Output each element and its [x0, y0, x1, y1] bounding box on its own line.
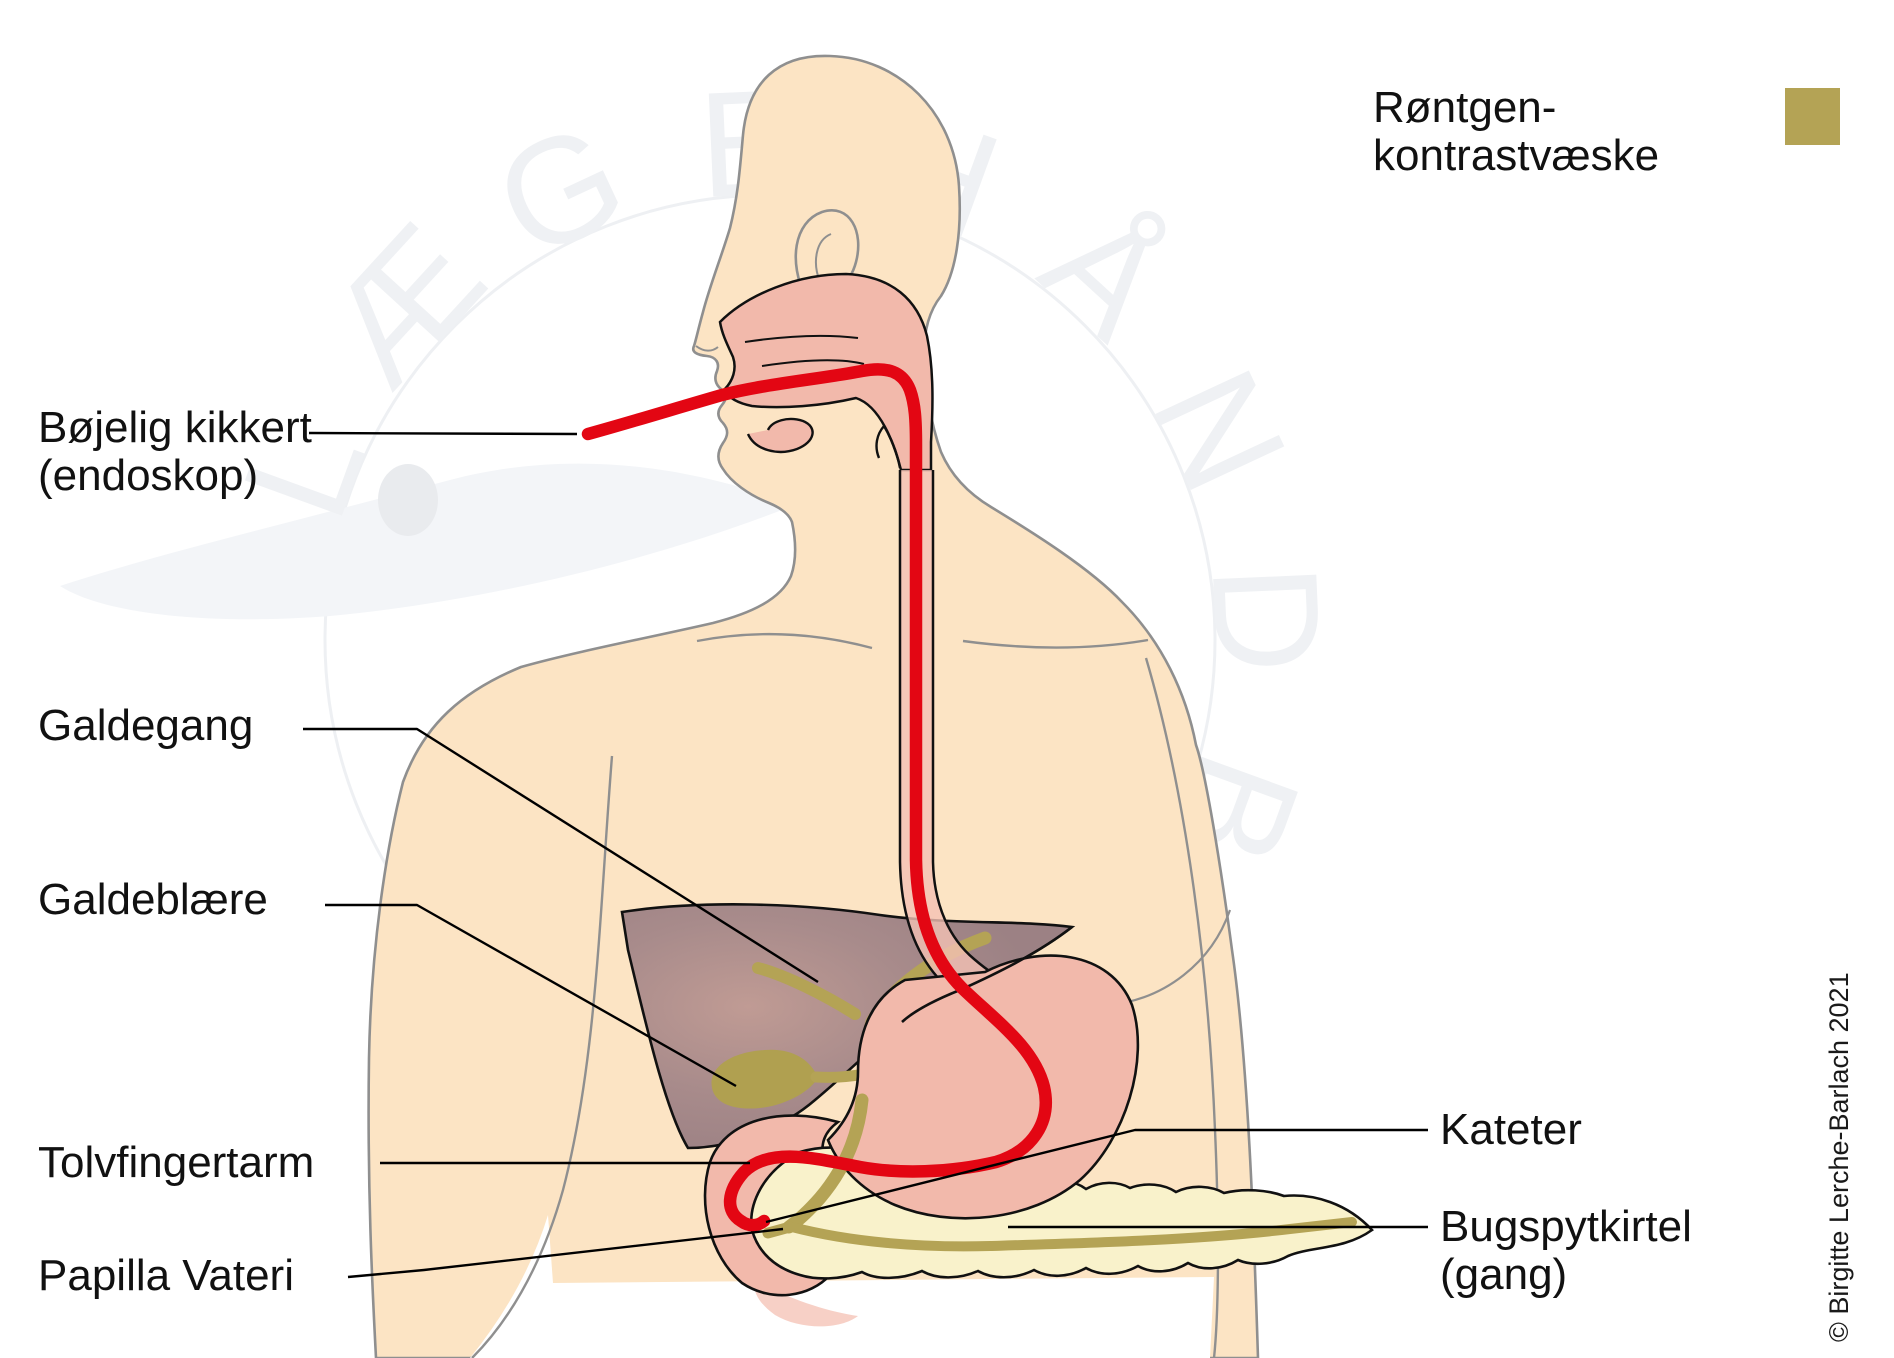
tongue-curl-line: [746, 417, 814, 454]
watermark-swoosh: [60, 463, 795, 620]
watermark-dot: [378, 464, 438, 536]
palate-fold-line-2: [761, 359, 865, 367]
palate-fold-line-1: [744, 334, 859, 343]
left-arm-crease: [471, 755, 614, 1358]
stomach-shape: [826, 954, 1140, 1220]
watermark-letter: Æ: [291, 192, 516, 416]
label-kateter: Kateter: [1440, 1105, 1582, 1154]
stomach: [826, 925, 1140, 1220]
nostril-line: [695, 345, 719, 352]
esophagus-fill: [900, 470, 1012, 1022]
watermark-letter: N: [1121, 345, 1319, 514]
leader-galdeblaere: [325, 903, 737, 1088]
label-galdegang: Galdegang: [38, 701, 254, 750]
epiglottis-hook-line: [875, 423, 902, 469]
leader-endoscope: [308, 431, 578, 436]
leader-kateter: [765, 1128, 1428, 1224]
leader-lines: [303, 431, 1428, 1279]
label-galdeblaere: Galdeblære: [38, 875, 268, 924]
label-endoscope-line2: (endoskop): [38, 451, 259, 500]
pancreatic-duct: [787, 1217, 1357, 1252]
duodenum-tail-fade: [754, 1280, 858, 1327]
watermark-letter: D: [1181, 561, 1354, 677]
watermark-letter: G: [472, 89, 649, 291]
label-papilla-vateri: Papilla Vateri: [38, 1251, 294, 1300]
left-collarbone-line: [696, 633, 873, 650]
label-bugspytkirtel-line1: Bugspytkirtel: [1440, 1202, 1692, 1251]
torso-cutout: [470, 1215, 1214, 1358]
left-hepatic-duct: [752, 962, 861, 1020]
legend-contrast-swatch: [1785, 88, 1840, 145]
label-endoscope: Bøjelig kikkert (endoskop): [38, 404, 312, 500]
label-tolvfingertarm: Tolvfingertarm: [38, 1138, 315, 1187]
legend-label-line1: Røntgen-: [1373, 83, 1557, 132]
right-collarbone-line: [962, 638, 1149, 649]
copyright-text: © Birgitte Lerche-Barlach 2021: [1824, 972, 1854, 1342]
label-bugspytkirtel: Bugspytkirtel (gang): [1440, 1203, 1692, 1299]
common-bile-duct-lower: [782, 1093, 869, 1234]
leader-papilla: [347, 1227, 784, 1279]
label-endoscope-line1: Bøjelig kikkert: [38, 403, 312, 452]
watermark-letter: Å: [1012, 178, 1199, 369]
right-arm-crease: [1144, 657, 1220, 1358]
legend-label-line2: kontrastvæske: [1373, 131, 1660, 180]
label-bugspytkirtel-line2: (gang): [1440, 1250, 1568, 1299]
gallbladder-shape: [711, 1049, 818, 1109]
legend-label: Røntgen- kontrastvæske: [1373, 84, 1659, 180]
leader-galdegang: [303, 727, 819, 984]
endoscope-line: [581, 363, 1052, 1232]
